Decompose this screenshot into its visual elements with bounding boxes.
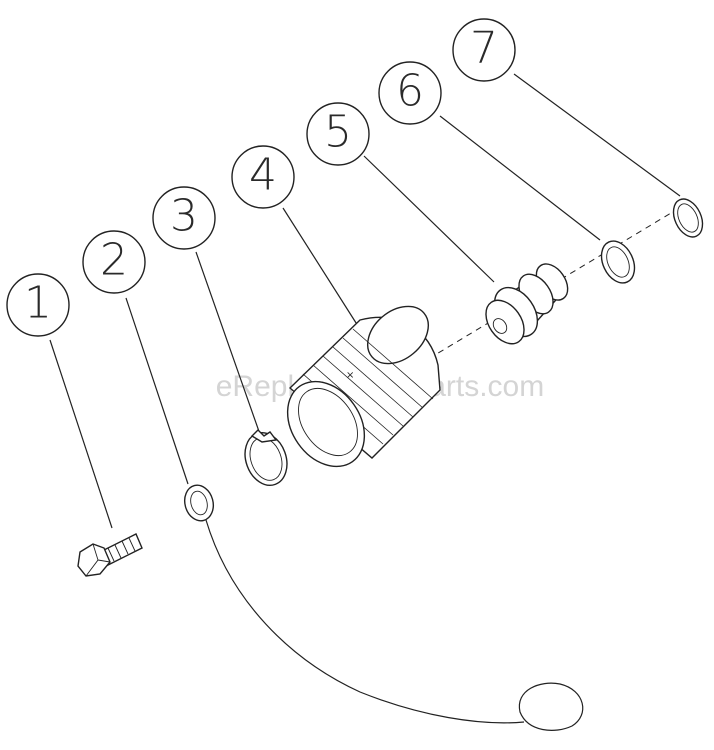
filter-element[interactable]: × bbox=[272, 295, 441, 481]
callout-5-label: 5 bbox=[324, 107, 352, 158]
valve-fitting[interactable] bbox=[478, 258, 574, 351]
callout-4[interactable]: 4 bbox=[231, 145, 295, 209]
callout-2-label: 2 bbox=[100, 235, 128, 286]
callout-1[interactable]: 1 bbox=[6, 273, 70, 337]
callout-2[interactable]: 2 bbox=[82, 230, 146, 294]
retaining-ring[interactable] bbox=[238, 427, 294, 491]
callout-6[interactable]: 6 bbox=[378, 61, 442, 125]
callout-7[interactable]: 7 bbox=[452, 18, 516, 82]
hex-bolt[interactable] bbox=[77, 533, 143, 577]
callout-4-label: 4 bbox=[249, 150, 277, 201]
washer-small[interactable] bbox=[668, 194, 708, 241]
callout-5[interactable]: 5 bbox=[306, 102, 370, 166]
callout-7-label: 7 bbox=[470, 23, 498, 74]
filter-mark: × bbox=[346, 370, 354, 381]
washer-large[interactable] bbox=[595, 236, 641, 289]
callout-6-label: 6 bbox=[396, 66, 424, 117]
callout-1-label: 1 bbox=[24, 278, 52, 329]
tether-cord[interactable] bbox=[181, 482, 584, 731]
callout-3-label: 3 bbox=[170, 191, 198, 242]
callout-3[interactable]: 3 bbox=[152, 186, 216, 250]
